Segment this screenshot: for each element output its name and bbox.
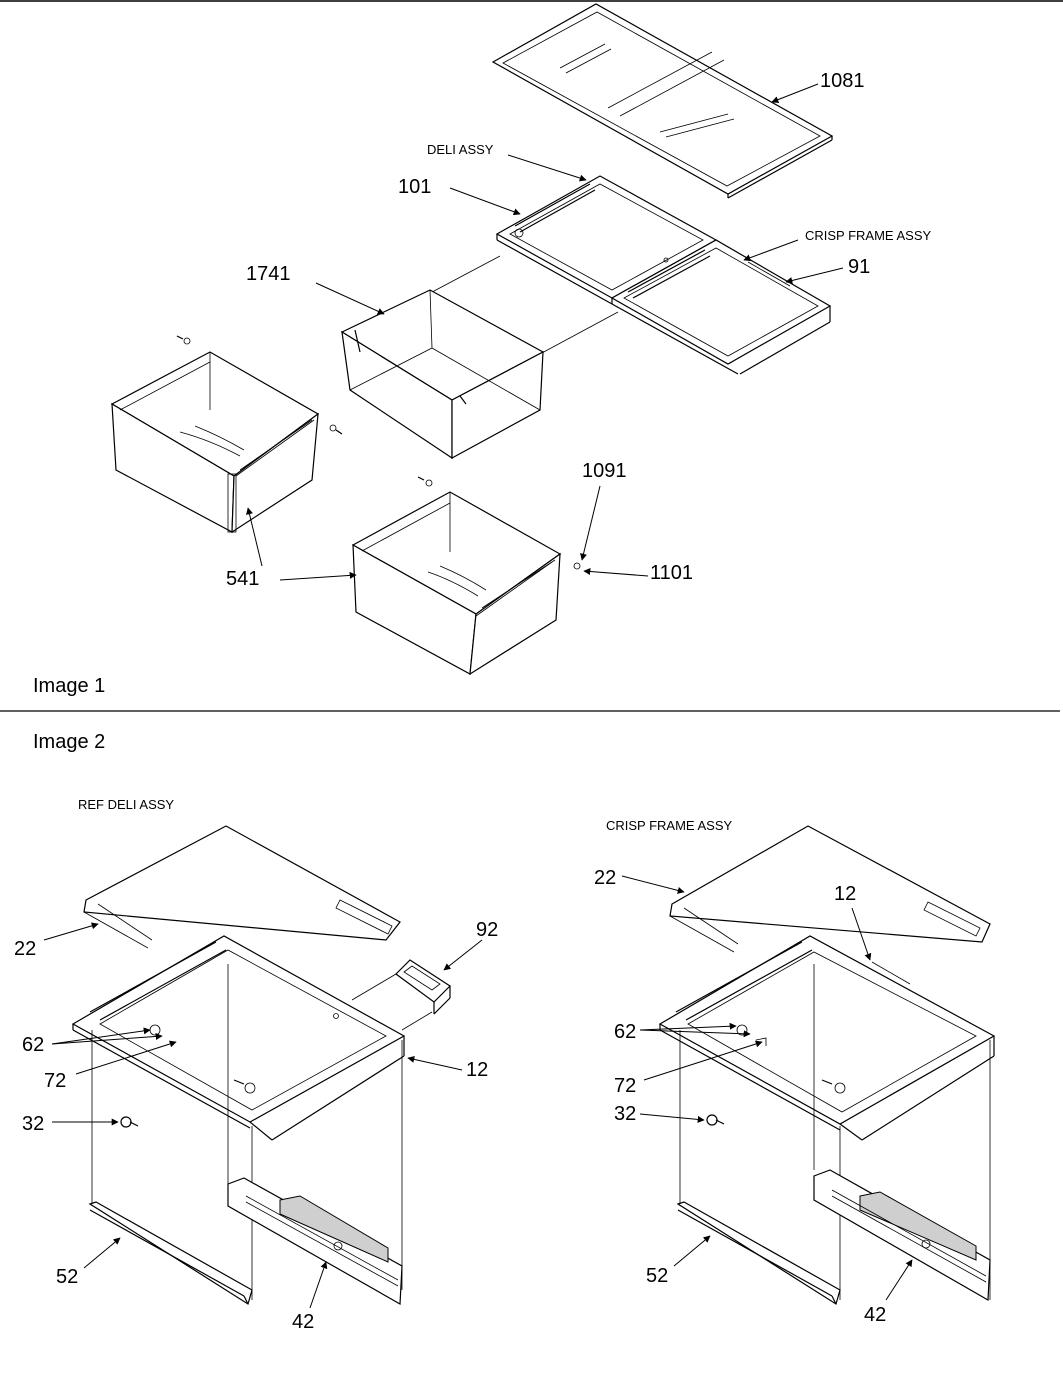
leader-52-right <box>673 1235 711 1267</box>
label-22-right: 22 <box>594 867 616 889</box>
screws-left <box>176 335 343 435</box>
label-12-right: 12 <box>834 883 856 905</box>
leader-1091 <box>580 485 601 561</box>
crisp-frame-assy-view: CRISP FRAME ASSY <box>594 818 996 1326</box>
deli-drawer-1741 <box>340 289 545 460</box>
title-ref-deli-assy: REF DELI ASSY <box>78 797 174 812</box>
assembly-line <box>539 311 619 355</box>
leader-62b-left <box>51 1032 163 1045</box>
leader-22-right <box>621 875 685 894</box>
caption-image-2: Image 2 <box>33 731 105 753</box>
leader-42-left <box>309 1261 328 1309</box>
label-541: 541 <box>226 568 259 590</box>
label-62-right: 62 <box>614 1021 636 1043</box>
screws-right <box>417 476 581 570</box>
label-62-left: 62 <box>22 1034 44 1056</box>
ref-deli-assy-view: REF DELI ASSY <box>14 797 498 1333</box>
label-52-right: 52 <box>646 1265 668 1287</box>
rail-52 <box>88 1201 253 1305</box>
leader-1101 <box>583 568 649 577</box>
crisper-drawer-right <box>351 491 562 676</box>
leader-541a <box>246 507 263 567</box>
caption-image-1: Image 1 <box>33 675 105 697</box>
title-crisp-frame-assy: CRISP FRAME ASSY <box>606 818 733 833</box>
label-72-right: 72 <box>614 1075 636 1097</box>
leader-62a-right <box>639 1022 737 1031</box>
label-91: 91 <box>848 256 870 278</box>
deli-frame-12 <box>71 935 406 1141</box>
label-22-left: 22 <box>14 938 36 960</box>
label-1101: 1101 <box>650 562 693 584</box>
screw-32-right <box>706 1114 725 1126</box>
slide-rail-42 <box>227 1177 403 1306</box>
leader-91 <box>785 267 844 284</box>
label-32-left: 32 <box>22 1113 44 1135</box>
handle-92 <box>351 959 451 1031</box>
leader-52-left <box>83 1237 121 1269</box>
crisp-frame-12 <box>658 935 996 1141</box>
label-72-left: 72 <box>44 1070 66 1092</box>
label-92: 92 <box>476 919 498 941</box>
slide-rail-42-right <box>813 1169 991 1302</box>
leader-1741 <box>315 282 385 315</box>
label-1091: 1091 <box>582 460 627 482</box>
leader-12-right <box>851 907 872 961</box>
label-42-left: 42 <box>292 1311 314 1333</box>
leader-101 <box>449 187 521 216</box>
crisp-frame-91 <box>610 239 832 375</box>
glass-shelf-1081 <box>491 3 834 199</box>
crisper-drawer-left <box>110 351 320 534</box>
leader-72-left <box>75 1040 177 1075</box>
glass-22-right <box>669 825 991 953</box>
leader-1081 <box>771 83 819 103</box>
glass-22 <box>83 825 401 949</box>
leader-deli-assy <box>507 154 587 182</box>
leader-62a-left <box>51 1027 151 1045</box>
image-1-exploded-view: 1081 DELI ASSY 101 CRISP FRAME ASSY 91 1… <box>33 3 932 697</box>
leader-541b <box>279 571 357 581</box>
label-1081: 1081 <box>820 70 865 92</box>
leader-32-right <box>639 1113 705 1123</box>
rail-52-right <box>676 1201 841 1305</box>
label-42-right: 42 <box>864 1304 886 1326</box>
label-52-left: 52 <box>56 1266 78 1288</box>
label-32-right: 32 <box>614 1103 636 1125</box>
leader-72-right <box>643 1040 763 1081</box>
leader-92 <box>443 939 483 971</box>
leader-crisp-frame-assy <box>743 239 799 262</box>
label-1741: 1741 <box>246 263 291 285</box>
leader-62b-right <box>639 1029 751 1038</box>
label-deli-assy: DELI ASSY <box>427 142 494 157</box>
screw-32 <box>120 1116 139 1128</box>
leader-12-left <box>407 1055 463 1071</box>
label-101: 101 <box>398 176 431 198</box>
leader-42-right <box>885 1259 913 1301</box>
label-12-left: 12 <box>466 1059 488 1081</box>
leader-22-left <box>43 922 99 941</box>
label-crisp-frame-assy: CRISP FRAME ASSY <box>805 228 932 243</box>
